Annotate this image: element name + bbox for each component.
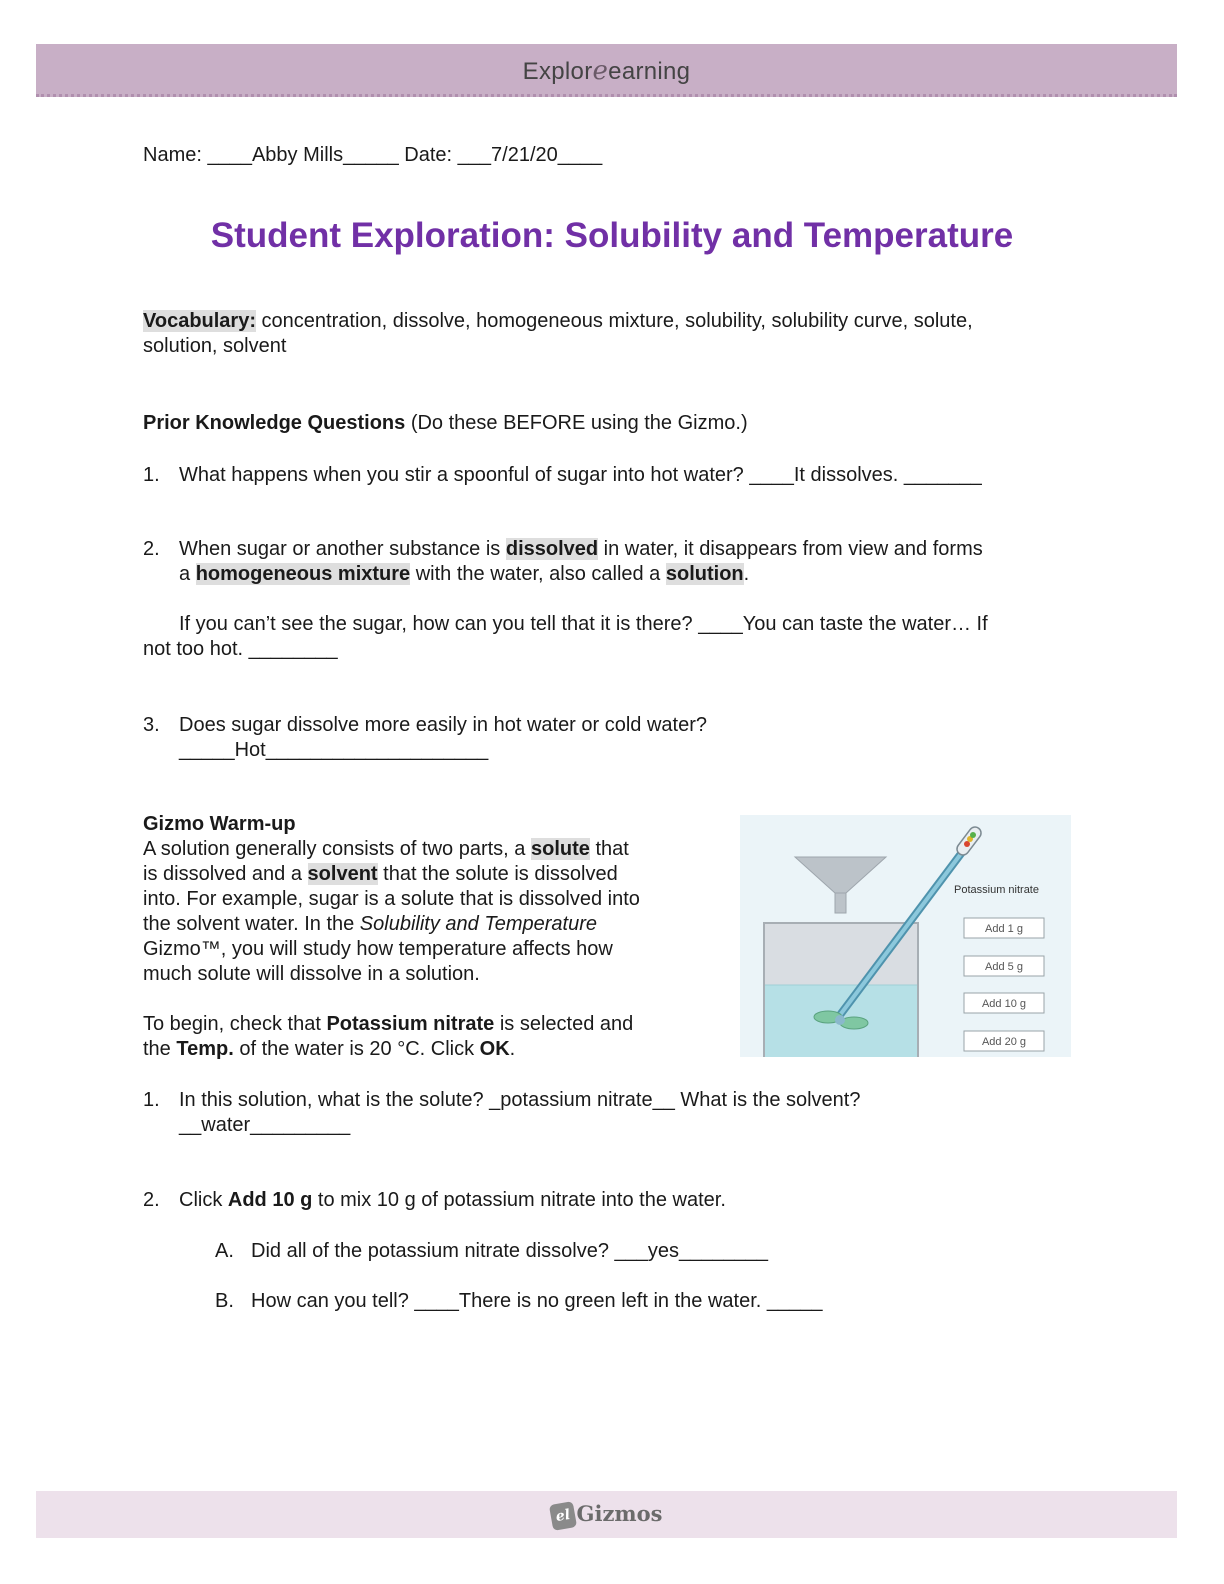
svg-text:Add 20 g: Add 20 g bbox=[982, 1036, 1026, 1048]
prior-question-2: 2.When sugar or another substance is dis… bbox=[143, 538, 983, 585]
prior-answer-2-line1[interactable]: ____You can taste the water… If bbox=[698, 613, 988, 635]
vocabulary-section: Vocabulary: concentration, dissolve, hom… bbox=[143, 309, 1083, 359]
name-value[interactable]: ____Abby Mills_____ bbox=[207, 144, 399, 166]
svg-text:Add 1 g: Add 1 g bbox=[985, 923, 1023, 935]
gizmo-screenshot: Potassium nitrate Add 1 g Add 5 g Add 10… bbox=[740, 815, 1071, 1057]
term-solution: solution bbox=[665, 563, 744, 585]
explorelearning-logo: Exploreearning bbox=[522, 56, 691, 86]
term-solute: solute bbox=[530, 838, 590, 860]
date-label: Date: bbox=[404, 144, 453, 166]
vocabulary-terms-line1: concentration, dissolve, homogeneous mix… bbox=[256, 310, 973, 332]
warmup-question-2: 2.Click Add 10 g to mix 10 g of potassiu… bbox=[143, 1189, 726, 1211]
stirrer-icon bbox=[813, 826, 982, 1030]
solute-selector-label: Potassium nitrate bbox=[954, 884, 1039, 896]
warmup-answer-2a[interactable]: Did all of the potassium nitrate dissolv… bbox=[251, 1240, 768, 1262]
funnel-icon bbox=[793, 856, 888, 914]
prior-answer-2-line2[interactable]: not too hot. ________ bbox=[143, 638, 338, 660]
term-dissolved: dissolved bbox=[505, 538, 599, 560]
date-value[interactable]: ___7/21/20____ bbox=[457, 144, 603, 166]
gizmos-mark-icon: el bbox=[548, 1500, 577, 1531]
add-1g-button[interactable]: Add 1 g bbox=[963, 917, 1045, 939]
prior-answer-3[interactable]: _____Hot____________________ bbox=[179, 739, 489, 761]
warmup-answer-1[interactable]: __water_________ bbox=[179, 1114, 351, 1136]
explorelearning-header: Exploreearning bbox=[36, 44, 1177, 97]
add-20g-button[interactable]: Add 20 g bbox=[963, 1030, 1045, 1052]
prior-question-1: 1.What happens when you stir a spoonful … bbox=[143, 464, 982, 486]
warmup-heading: Gizmo Warm-up bbox=[143, 813, 296, 835]
prior-question-2-sub: If you can’t see the sugar, how can you … bbox=[143, 612, 1083, 662]
svg-text:Add 5 g: Add 5 g bbox=[985, 961, 1023, 973]
prior-answer-1[interactable]: ____It dissolves. _______ bbox=[749, 464, 982, 486]
warmup-answer-2b[interactable]: How can you tell? ____There is no green … bbox=[251, 1290, 823, 1312]
warmup-question-1: 1.In this solution, what is the solute? … bbox=[143, 1088, 1083, 1138]
prior-question-3: 3.Does sugar dissolve more easily in hot… bbox=[143, 714, 708, 761]
svg-text:Add 10 g: Add 10 g bbox=[982, 998, 1026, 1010]
add-5g-button[interactable]: Add 5 g bbox=[963, 955, 1045, 977]
term-solvent: solvent bbox=[307, 863, 378, 885]
vocabulary-label: Vocabulary: bbox=[143, 310, 256, 332]
warmup-question-2b: B.How can you tell? ____There is no gree… bbox=[215, 1290, 823, 1312]
page-title: Student Exploration: Solubility and Temp… bbox=[210, 216, 1014, 255]
term-homogeneous-mixture: homogeneous mixture bbox=[195, 563, 411, 585]
name-label: Name: bbox=[143, 144, 202, 166]
name-date-line: Name: ____Abby Mills_____ Date: ___7/21/… bbox=[143, 143, 602, 168]
gizmo-warmup-section: Gizmo Warm-up A solution generally consi… bbox=[143, 813, 640, 1060]
add-10g-button[interactable]: Add 10 g bbox=[963, 992, 1045, 1014]
warmup-question-2a: A.Did all of the potassium nitrate disso… bbox=[215, 1240, 768, 1262]
prior-knowledge-heading: Prior Knowledge Questions (Do these BEFO… bbox=[143, 412, 748, 434]
vocabulary-terms-line2: solution, solvent bbox=[143, 335, 287, 357]
